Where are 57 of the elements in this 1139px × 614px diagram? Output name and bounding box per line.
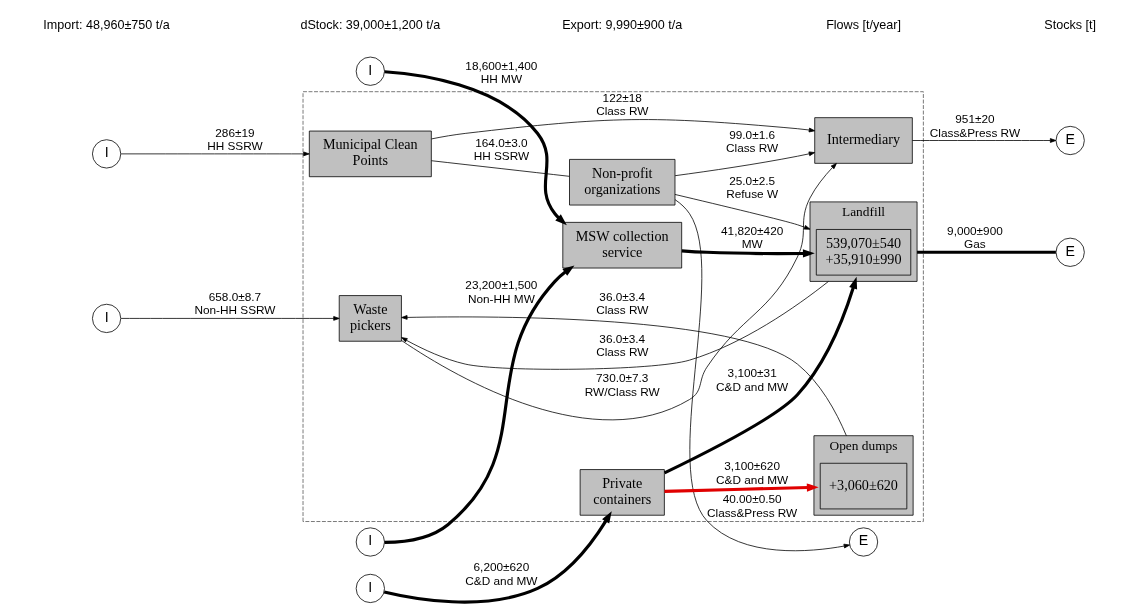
edge-label: 164.0±3.0 HH SSRW: [473, 135, 530, 164]
node-circle: E: [1055, 237, 1085, 267]
edge-label: 23,200±1,500 Non-HH MW: [465, 278, 538, 306]
node-circle: I: [355, 573, 385, 603]
edge-label: 41,820±420 MW: [721, 223, 784, 252]
arrow: [384, 265, 575, 545]
node-box: Waste pickers: [338, 295, 402, 342]
edge-label: 3,100±620 C&D and MW: [716, 459, 789, 487]
arrow: [120, 316, 340, 321]
edge-label: 951±20 Class&Press RW: [929, 112, 1021, 140]
connector: [431, 160, 570, 177]
edge-label: 730.0±7.3 RW/Class RW: [584, 371, 660, 399]
arrow: [401, 281, 829, 370]
label: dStock: 39,000±1,200 t/a: [300, 17, 441, 32]
edge-label: 99.0±1.6 Class RW: [726, 127, 779, 156]
arrow: [674, 194, 811, 230]
arrow: [681, 249, 815, 258]
label: Export: 9,990±900 t/a: [562, 17, 683, 32]
edge-label: 658.0±8.7 Non-HH SSRW: [194, 290, 276, 318]
edge-label: 40.00±0.50 Class&Press RW: [707, 492, 798, 520]
node-box: Private containers: [579, 469, 665, 516]
label: Stocks [t]: [1044, 17, 1097, 32]
arrow: [912, 138, 1057, 143]
node-circle: E: [848, 527, 879, 557]
arrow: [431, 119, 816, 140]
node-circle: I: [92, 139, 122, 169]
edge-label: 122±18 Class RW: [596, 90, 649, 119]
arrow: [120, 151, 310, 157]
node-box: Municipal Clean Points: [308, 130, 432, 178]
node-circle: I: [92, 303, 122, 333]
edge-label: 9,000±900 Gas: [947, 223, 1003, 252]
arrow: [401, 315, 847, 437]
connector: [917, 250, 1056, 254]
node-box: Non-profit organizations: [569, 159, 676, 206]
node-box: MSW collection service: [562, 221, 683, 269]
edge-label: 25.0±2.5 Refuse W: [726, 173, 779, 201]
edge-label: 36.0±3.4 Class RW: [596, 331, 649, 360]
node-circle: I: [355, 56, 385, 86]
node-box: +3,060±620: [819, 462, 908, 510]
node-box: 539,070±540 +35,910±990: [815, 229, 912, 276]
edge-label: 3,100±31 C&D and MW: [716, 366, 789, 394]
edge-label: 36.0±3.4 Class RW: [596, 290, 649, 318]
edge-label: 18,600±1,400 HH MW: [465, 58, 538, 87]
edge-label: 6,200±620 C&D and MW: [465, 560, 538, 588]
arrow: [674, 151, 816, 177]
label: Import: 48,960±750 t/a: [43, 17, 170, 32]
arrow: [383, 511, 612, 604]
edge-label: 286±19 HH SSRW: [207, 125, 263, 153]
arrow: [384, 70, 567, 226]
arrow: [401, 163, 837, 421]
node-circle: E: [1055, 125, 1085, 156]
arrow: [663, 276, 858, 475]
label: Flows [t/year]: [826, 17, 901, 32]
arrow: [664, 483, 819, 493]
node-box: Intermediary: [814, 117, 913, 164]
node-circle: I: [355, 527, 385, 557]
arrow: [674, 199, 851, 552]
